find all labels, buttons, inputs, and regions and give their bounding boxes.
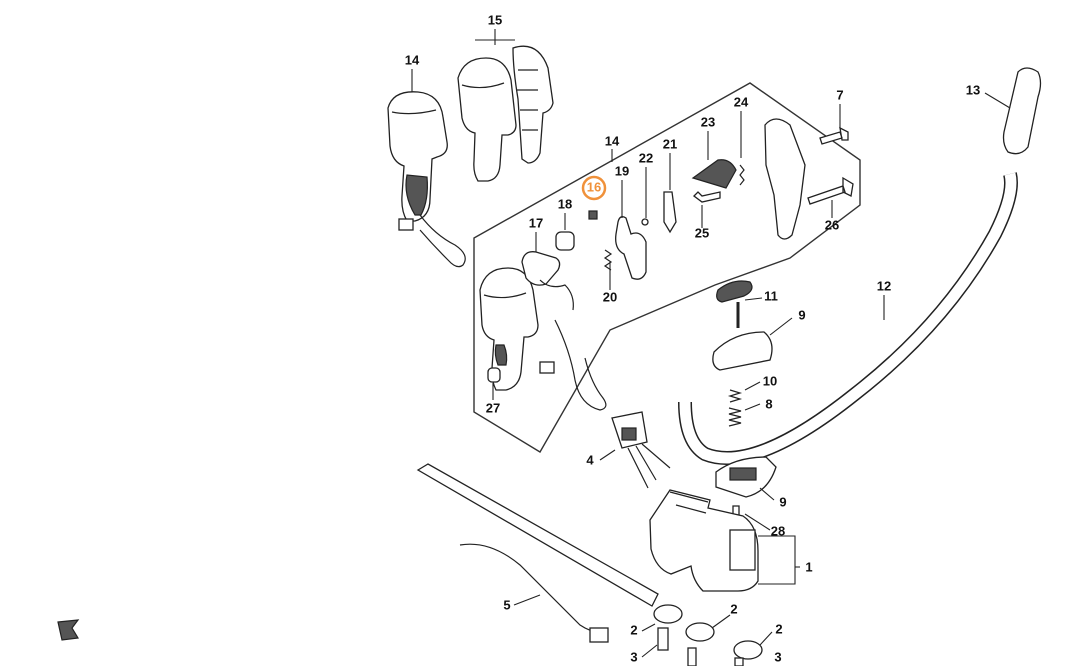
part-11-knob xyxy=(716,280,753,328)
part-2-clamp-a xyxy=(653,604,683,624)
callout-c9a: 9 xyxy=(798,307,805,322)
callout-c8: 8 xyxy=(765,396,772,411)
callout-c3b: 3 xyxy=(774,649,781,664)
part-2-clamp-b xyxy=(685,622,715,642)
callout-c5: 5 xyxy=(503,597,510,612)
corner-mark xyxy=(57,619,80,641)
part-1-housing xyxy=(649,489,759,592)
part-9-cap xyxy=(712,331,773,371)
callout-c22: 22 xyxy=(639,150,653,165)
part-14-handle-top xyxy=(387,91,466,268)
callout-c15: 15 xyxy=(488,12,502,27)
part-26-screw xyxy=(807,176,854,205)
callout-c16: 16 xyxy=(587,179,601,194)
callout-c25: 25 xyxy=(695,225,709,240)
callout-c20: 20 xyxy=(603,289,617,304)
part-14-handle-lower xyxy=(479,267,607,411)
callout-c26: 26 xyxy=(825,217,839,232)
part-24-spring xyxy=(739,164,745,186)
callout-c28: 28 xyxy=(771,523,785,538)
part-15-housing xyxy=(457,45,554,182)
part-17 xyxy=(521,251,561,286)
callout-c14a: 14 xyxy=(405,52,420,67)
part-3-screw-b xyxy=(687,647,697,666)
leader-lines xyxy=(411,29,1011,658)
part-23 xyxy=(691,159,737,189)
part-21 xyxy=(663,191,677,234)
part-25-screw xyxy=(693,191,721,203)
callout-c9b: 9 xyxy=(779,494,786,509)
callout-c14b: 14 xyxy=(605,133,620,148)
callout-c23: 23 xyxy=(701,114,715,129)
callout-c18: 18 xyxy=(558,196,572,211)
highlight-ring-16 xyxy=(581,175,607,201)
callout-c12: 12 xyxy=(877,278,891,293)
part-22 xyxy=(641,218,649,226)
part-13-grip xyxy=(1002,67,1042,155)
part-3-screw-c xyxy=(734,657,744,666)
part-20-spring xyxy=(603,249,613,271)
callout-c7: 7 xyxy=(836,87,843,102)
assembly-frame xyxy=(473,82,861,453)
part-3-screw-a xyxy=(657,627,669,651)
callout-c2b: 2 xyxy=(730,601,737,616)
part-8-spring xyxy=(728,407,742,427)
callout-c2c: 2 xyxy=(775,621,782,636)
callout-c3a: 3 xyxy=(630,649,637,664)
callout-c24: 24 xyxy=(734,94,749,109)
part-5-tube xyxy=(416,463,659,643)
part-7-screw xyxy=(819,126,849,145)
part-26-housing xyxy=(764,118,806,240)
callout-c13: 13 xyxy=(966,82,980,97)
callout-c17: 17 xyxy=(529,215,543,230)
part-19 xyxy=(615,216,647,280)
callout-c11: 11 xyxy=(764,288,778,303)
callout-c4: 4 xyxy=(586,452,594,467)
part-10-spring xyxy=(727,389,743,403)
callout-c10: 10 xyxy=(763,373,777,388)
part-2-clamp-c xyxy=(733,640,763,660)
part-18 xyxy=(555,231,575,251)
callout-c27: 27 xyxy=(486,400,500,415)
part-4-switch xyxy=(611,411,671,489)
callout-c19: 19 xyxy=(615,163,629,178)
part-16 xyxy=(588,210,598,220)
callout-c2a: 2 xyxy=(630,622,637,637)
callout-c1: 1 xyxy=(805,559,812,574)
callout-c21: 21 xyxy=(663,136,677,151)
